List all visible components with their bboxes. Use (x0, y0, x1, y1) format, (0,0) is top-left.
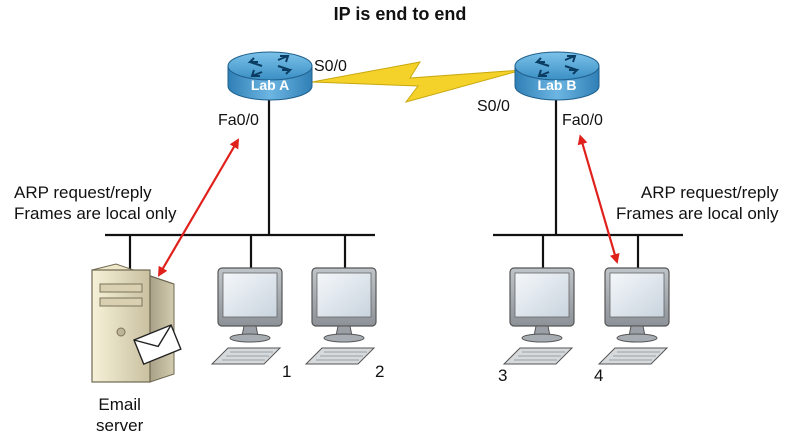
host-3-label: 3 (498, 366, 508, 385)
host-4-label: 4 (594, 366, 604, 385)
lab-a-serial-port-label: S0/0 (314, 58, 347, 75)
diagram-title: IP is end to end (333, 4, 467, 24)
arp-arrow-left (157, 138, 240, 277)
router-lab-b: Lab B (514, 51, 600, 101)
email-server-label-line2: server (96, 416, 144, 435)
host-1-computer-icon (211, 267, 283, 365)
arp-note-left-line2: Frames are local only (14, 204, 177, 223)
router-a-label: Lab A (251, 77, 289, 93)
arp-note-right-line1: ARP request/reply (640, 183, 779, 202)
lab-b-serial-port-label: S0/0 (477, 98, 510, 115)
router-lab-a: Lab A (227, 51, 313, 101)
host-2-computer-icon (305, 267, 377, 365)
arp-note-left-line1: ARP request/reply (14, 183, 152, 202)
router-arrows-icon (247, 55, 293, 77)
lab-a-fast-ethernet-label: Fa0/0 (218, 112, 259, 129)
arp-note-right-line2: Frames are local only (616, 204, 779, 223)
arp-note-right: ARP request/reply Frames are local only (616, 182, 779, 224)
envelope-icon (133, 324, 182, 366)
router-arrows-icon (534, 55, 580, 77)
arp-note-left: ARP request/reply Frames are local only (14, 182, 177, 224)
lab-b-fast-ethernet-label: Fa0/0 (562, 112, 603, 129)
host-4-computer-icon (598, 267, 670, 365)
email-server-label: Email server (96, 394, 143, 436)
host-2-label: 2 (375, 362, 385, 381)
email-server-label-line1: Email (98, 395, 141, 414)
host-1-label: 1 (282, 362, 292, 381)
arp-arrow-right (577, 134, 620, 264)
router-b-label: Lab B (538, 77, 577, 93)
email-server-icon (91, 263, 182, 383)
host-3-computer-icon (503, 267, 575, 365)
